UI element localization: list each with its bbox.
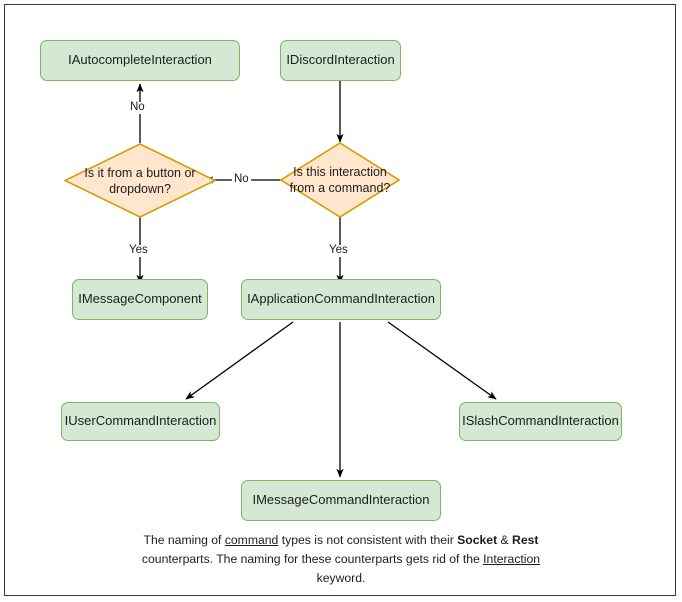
node-label: IUserCommandInteraction bbox=[64, 413, 217, 429]
caption-text: types is not consistent with their bbox=[278, 533, 454, 547]
edge-label-yes-right: Yes bbox=[327, 244, 350, 257]
diamond-shape bbox=[280, 142, 400, 218]
node-label: Is it from a button or dropdown? bbox=[84, 165, 196, 196]
node-message-command-interaction[interactable]: IMessageCommandInteraction bbox=[241, 480, 441, 521]
node-label: Is this interaction from a command? bbox=[289, 165, 391, 195]
edge-label-yes-left: Yes bbox=[127, 244, 150, 257]
node-autocomplete-interaction[interactable]: IAutocompleteInteraction bbox=[40, 40, 240, 81]
node-message-component[interactable]: IMessageComponent bbox=[72, 279, 208, 320]
node-decision-is-from-command[interactable]: Is this interaction from a command? bbox=[280, 142, 400, 218]
node-label: IApplicationCommandInteraction bbox=[247, 291, 435, 307]
node-label: IAutocompleteInteraction bbox=[68, 52, 212, 68]
node-decision-is-button-or-dropdown[interactable]: Is it from a button or dropdown? bbox=[64, 143, 216, 218]
caption-bold-rest: Rest bbox=[512, 533, 539, 547]
edge-application-command-to-user-command bbox=[185, 321, 294, 400]
edge-label-no-left: No bbox=[232, 173, 251, 186]
diamond-shape bbox=[64, 143, 216, 218]
node-label: IMessageComponent bbox=[78, 291, 202, 307]
edge-label-no-up: No bbox=[128, 101, 147, 114]
caption-line-2: Socket & Rest counterparts. The naming f… bbox=[142, 533, 539, 566]
node-slash-command-interaction[interactable]: ISlashCommandInteraction bbox=[459, 402, 622, 441]
caption-text: counterparts. The naming for these bbox=[141, 551, 332, 566]
caption-underline-command: command bbox=[224, 533, 279, 547]
caption-text: counterparts gets rid of the bbox=[334, 551, 484, 566]
node-label: ISlashCommandInteraction bbox=[462, 413, 619, 429]
node-discord-interaction[interactable]: IDiscordInteraction bbox=[280, 40, 401, 81]
caption-line-1: The naming of command types is not consi… bbox=[144, 533, 454, 547]
caption-underline-interaction: Interaction bbox=[483, 551, 541, 566]
node-label: IDiscordInteraction bbox=[286, 52, 395, 68]
node-application-command-interaction[interactable]: IApplicationCommandInteraction bbox=[241, 279, 441, 320]
edge-application-command-to-slash-command bbox=[387, 321, 497, 400]
node-user-command-interaction[interactable]: IUserCommandInteraction bbox=[61, 402, 220, 441]
caption-text: The naming of bbox=[143, 533, 225, 547]
caption-text: & bbox=[497, 533, 513, 547]
caption-bold-socket: Socket bbox=[457, 533, 498, 547]
node-label: IMessageCommandInteraction bbox=[252, 492, 430, 508]
diagram-caption: The naming of command types is not consi… bbox=[120, 531, 562, 588]
caption-line-3: counterparts gets rid of the Interaction… bbox=[317, 552, 540, 585]
caption-text: keyword. bbox=[316, 570, 366, 585]
